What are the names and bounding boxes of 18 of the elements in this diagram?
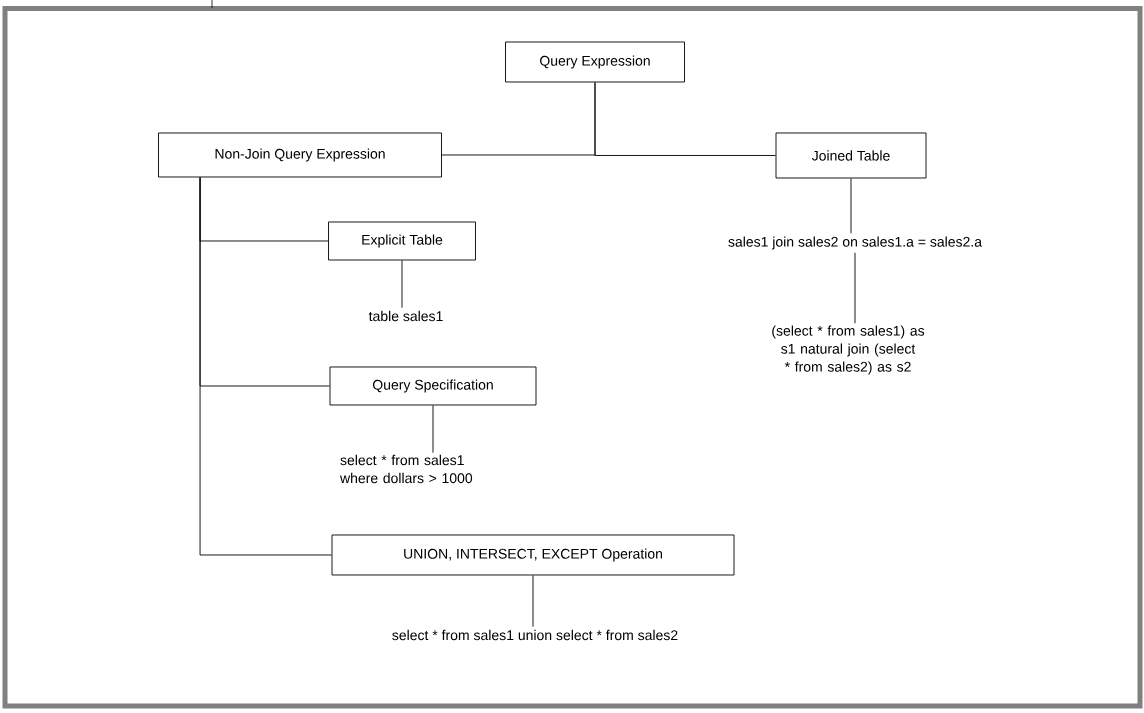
connector-line <box>401 260 403 309</box>
label-box: Explicit Table <box>328 221 476 261</box>
label-box: Query Expression <box>505 41 685 83</box>
label-box: Non-Join Query Expression <box>158 132 442 178</box>
connector-line <box>594 82 776 156</box>
query-text: sales1 join sales2 on sales1.a = sales2.a <box>728 236 982 250</box>
query-text: select * from sales1 where dollars > 1000 <box>340 454 473 484</box>
label-box: Query Specification <box>329 366 537 406</box>
connector-line <box>199 177 332 556</box>
connector-line <box>850 178 852 234</box>
query-text: table sales1 <box>368 310 443 322</box>
connector-line <box>532 575 534 628</box>
connector-line <box>432 405 434 454</box>
label-box: Joined Table <box>775 132 927 179</box>
label-box: UNION, INTERSECT, EXCEPT Operation <box>331 534 735 576</box>
connector-line <box>854 252 856 324</box>
query-text: select * from sales1 union select * from sales2 <box>392 629 678 641</box>
query-text: (select * from sales1) as s1 natural join (select * from sales2) as s2 <box>772 325 925 375</box>
